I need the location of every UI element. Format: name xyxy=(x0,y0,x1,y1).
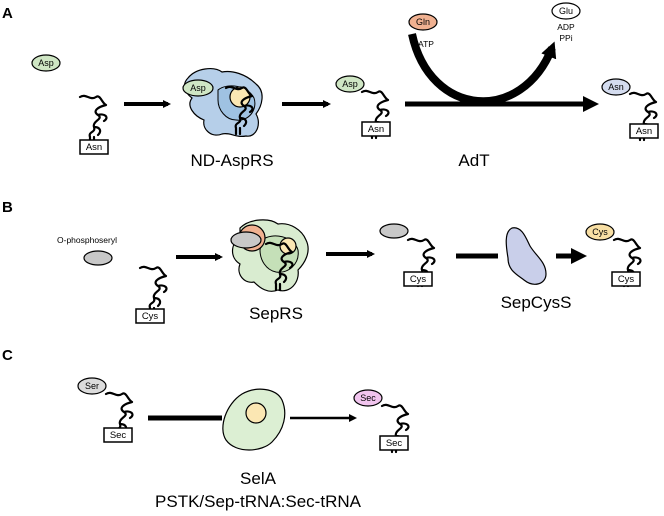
svg-text:Glu: Glu xyxy=(559,6,573,16)
panel-a-letter: A xyxy=(2,5,13,22)
gln-molecule: Gln xyxy=(408,13,438,31)
seprs-enzyme xyxy=(230,219,309,292)
svg-text:Asn: Asn xyxy=(86,142,102,153)
svg-text:Sec: Sec xyxy=(110,430,127,441)
svg-text:Asp: Asp xyxy=(342,79,358,89)
sepcyss-label: SepCysS xyxy=(501,293,572,312)
svg-text:Cys: Cys xyxy=(410,274,427,285)
svg-text:Gln: Gln xyxy=(416,17,430,27)
pstk-label: PSTK/Sep-tRNA:Sec-tRNA xyxy=(155,492,362,511)
trna-cys-uncharged: Cys xyxy=(135,265,168,324)
free-asp: Asp xyxy=(31,54,61,72)
trna-asn-uncharged: Asn xyxy=(78,94,109,155)
sepcyss-enzyme xyxy=(505,227,547,285)
sela-enzyme xyxy=(222,388,286,451)
svg-text:Cys: Cys xyxy=(618,274,635,285)
svg-text:Asn: Asn xyxy=(608,82,624,92)
sela-label: SelA xyxy=(240,469,277,488)
svg-text:Asp: Asp xyxy=(38,58,54,68)
trna-ser-sec: Ser Sec xyxy=(77,377,134,443)
seprs-label: SepRS xyxy=(249,304,303,323)
trna-sep-cys: Cys xyxy=(379,223,436,288)
panel-b-letter: B xyxy=(2,199,13,216)
svg-text:Cys: Cys xyxy=(592,227,608,237)
atp-label: ATP xyxy=(418,39,434,49)
adt-label: AdT xyxy=(458,151,489,170)
adt-side-reaction-arrow xyxy=(408,33,557,106)
svg-text:Cys: Cys xyxy=(142,311,159,322)
svg-text:Sec: Sec xyxy=(386,438,403,449)
trna-asp-asn: Asp Asn xyxy=(335,75,391,140)
adp-label: ADP xyxy=(557,22,575,32)
o-phosphoseryl-molecule xyxy=(83,250,113,266)
svg-text:Ser: Ser xyxy=(85,381,99,391)
glu-molecule: Glu xyxy=(551,2,581,20)
svg-text:Asn: Asn xyxy=(636,126,652,137)
panel-c-letter: C xyxy=(2,347,13,364)
trna-sec-sec: Sec Sec xyxy=(353,389,410,454)
trna-cys-cys: Cys Cys xyxy=(585,223,642,288)
svg-text:Asp: Asp xyxy=(190,83,206,93)
o-phosphoseryl-label: O-phosphoseryl xyxy=(57,235,117,245)
ppi-label: PPi xyxy=(559,33,572,43)
nd-asprs-enzyme: Asp xyxy=(182,68,263,138)
svg-text:Asn: Asn xyxy=(368,124,384,135)
trna-asn-asn: Asn Asn xyxy=(601,78,659,142)
svg-text:Sec: Sec xyxy=(360,393,376,403)
nd-asprs-label: ND-AspRS xyxy=(190,151,273,170)
